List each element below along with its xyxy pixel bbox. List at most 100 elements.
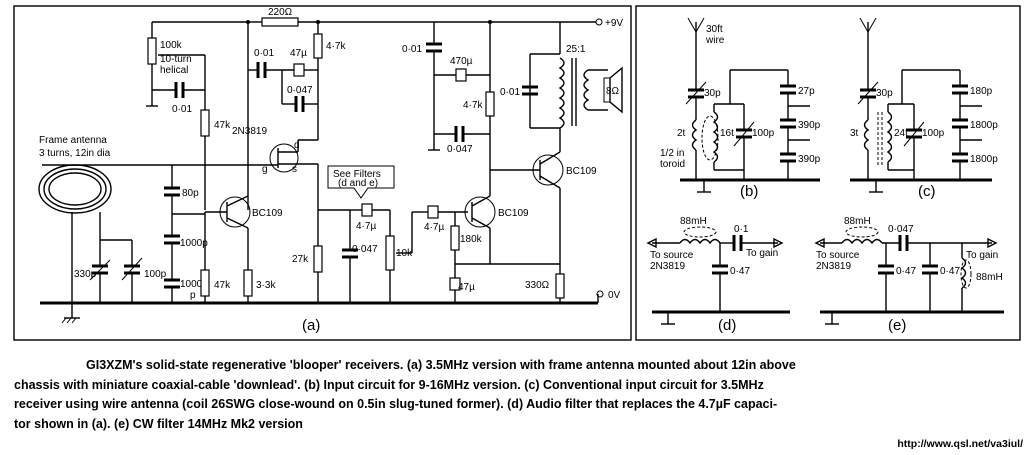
bc109-transistor-2 [464, 196, 496, 228]
e-88mh-label: 88mH [844, 216, 871, 227]
panel-a-circuit: 0V 220Ω +9V 100k 10-turn helical 0·01 47… [38, 7, 623, 324]
r47k-bot-label: 47k [214, 280, 231, 291]
c47u-bot-label: 47µ [458, 282, 475, 293]
source-url: http://www.qsl.net/va3iul/ [897, 438, 1023, 450]
ratio-label: 25:1 [566, 44, 586, 55]
see-filters-callout [327, 165, 395, 199]
d-arrow-left [646, 237, 657, 249]
caption-line-3: receiver using wire antenna (coil 26SWG … [14, 397, 778, 411]
e-gain-label: To gain [966, 250, 998, 261]
e-coil-88mh [960, 257, 967, 289]
speaker-icon [609, 66, 623, 114]
filters-label-2: (d and e) [338, 178, 378, 189]
jfet-g-label: g [262, 164, 268, 175]
jfet-s-label: s [292, 164, 297, 175]
b-coil-16t [712, 111, 719, 163]
e-arrow-left [814, 237, 825, 249]
panel-d-label: (d) [718, 317, 736, 334]
b-2t-label: 2t [677, 128, 686, 139]
schematic-diagram: 0V 220Ω +9V 100k 10-turn helical 0·01 47… [13, 5, 1021, 341]
zero-v-terminal [596, 290, 604, 298]
c001-out-label: 0·01 [402, 44, 422, 55]
jfet-label: 2N3819 [232, 126, 267, 137]
d-01-label: 0·1 [734, 224, 749, 235]
transformer-primary [558, 57, 565, 129]
r100k-label: 100k [160, 40, 183, 51]
b-27p-label: 27p [798, 86, 815, 97]
speaker-label: 8Ω [606, 86, 620, 97]
c1000p-c-label: p [190, 290, 196, 301]
r330-label: 330Ω [525, 280, 550, 291]
panel-e-label: (e) [888, 317, 906, 334]
bc109-1-label: BC109 [252, 208, 283, 219]
c47u-a-label: 4·7µ [356, 221, 376, 232]
panel-c-label: (c) [918, 183, 936, 200]
c-1800p-label-1: 1800p [970, 120, 998, 131]
b-toroid-label-1: 1/2 in [660, 148, 684, 159]
c-180p-label: 180p [970, 86, 993, 97]
r220-label: 220Ω [268, 7, 293, 18]
c-1800p-label-2: 1800p [970, 154, 998, 165]
panel-b-label: (b) [740, 183, 758, 200]
e-047a-label: 0·47 [896, 266, 916, 277]
c470u-label: 470µ [450, 56, 473, 67]
e-0047-label: 0·047 [888, 224, 914, 235]
c330p-label: 330p [74, 269, 97, 280]
c47u-b-label: 4·7µ [424, 222, 444, 233]
filters-label-1: See Filters [333, 169, 381, 180]
e-choke-88mh [841, 238, 883, 245]
jfet-d-label: d [294, 140, 300, 151]
d-gain-label: To gain [746, 248, 778, 259]
jfet-2n3819 [269, 143, 299, 173]
c-100p-label: 100p [922, 128, 945, 139]
c0047-out-label: 0·047 [447, 144, 473, 155]
c47u-top-label: 47µ [290, 48, 307, 59]
c-coil-3t [863, 119, 870, 151]
panel-bcde-frame [635, 5, 1021, 341]
transformer-secondary [583, 69, 590, 111]
r27k-label: 27k [292, 254, 309, 265]
plus9v-label: +9V [605, 18, 623, 29]
b-100p-label: 100p [752, 128, 775, 139]
panel-e-circuit: 88mH 0·047 To source 2N3819 To gain 0·47… [814, 216, 1004, 325]
helical-label-1: 10-turn [160, 54, 192, 65]
d-choke-88mh [679, 238, 721, 245]
d-src-label-1: To source [650, 250, 694, 261]
b-30p-label: 30p [704, 88, 721, 99]
c0047-mid-label: 0·047 [287, 85, 313, 96]
b-390p-label-1: 390p [798, 120, 821, 131]
r180k-label: 180k [460, 234, 483, 245]
c001-tr-label: 0·01 [500, 87, 520, 98]
antenna-icon [687, 17, 705, 34]
b-wire-label-2: wire [705, 35, 725, 46]
figure-caption: GI3XZM's solid-state regenerative 'bloop… [14, 356, 1019, 434]
e-src-label-1: To source [816, 250, 860, 261]
b-toroid-label-2: toroid [660, 159, 685, 170]
bc109-2-label: BC109 [498, 208, 529, 219]
c1000p-a-label: 1000p [180, 238, 208, 249]
r47k-left-label: 47k [214, 120, 231, 131]
bc109-3-label: BC109 [566, 166, 597, 177]
r47k-out-label: 4·7k [463, 100, 483, 111]
panel-c-circuit: 30p 3t 24t 100p 180p 1800p 1800p [850, 17, 998, 193]
plus9v-terminal [595, 18, 603, 26]
frame-antenna-loops [38, 164, 112, 214]
antenna-icon-c [859, 17, 877, 34]
frame-antenna-label-1: Frame antenna [39, 135, 107, 146]
b-wire-label-1: 30ft [706, 24, 723, 35]
caption-line-1: GI3XZM's solid-state regenerative 'bloop… [86, 358, 796, 372]
caption-line-2: chassis with miniature coaxial-cable 'do… [14, 377, 764, 392]
panel-d-circuit: 88mH 0·1 To source 2N3819 To gain 0·47 [646, 216, 790, 325]
caption-line-4: tor shown in (a). (e) CW filter 14MHz Mk… [14, 416, 303, 431]
d-arrow-right [773, 237, 784, 249]
b-16t-label: 16t [720, 128, 734, 139]
c001-left-label: 0·01 [172, 104, 192, 115]
c-30p-label: 30p [876, 88, 893, 99]
b-390p-label-2: 390p [798, 154, 821, 165]
c1000p-b-label: 1000 [180, 279, 203, 290]
frame-antenna-label-2: 3 turns, 12in dia [39, 148, 111, 159]
c80p-label: 80p [182, 188, 199, 199]
panel-a-frame [13, 5, 632, 341]
c-coil-24t [886, 111, 893, 163]
c001-top-label: 0·01 [254, 48, 274, 59]
